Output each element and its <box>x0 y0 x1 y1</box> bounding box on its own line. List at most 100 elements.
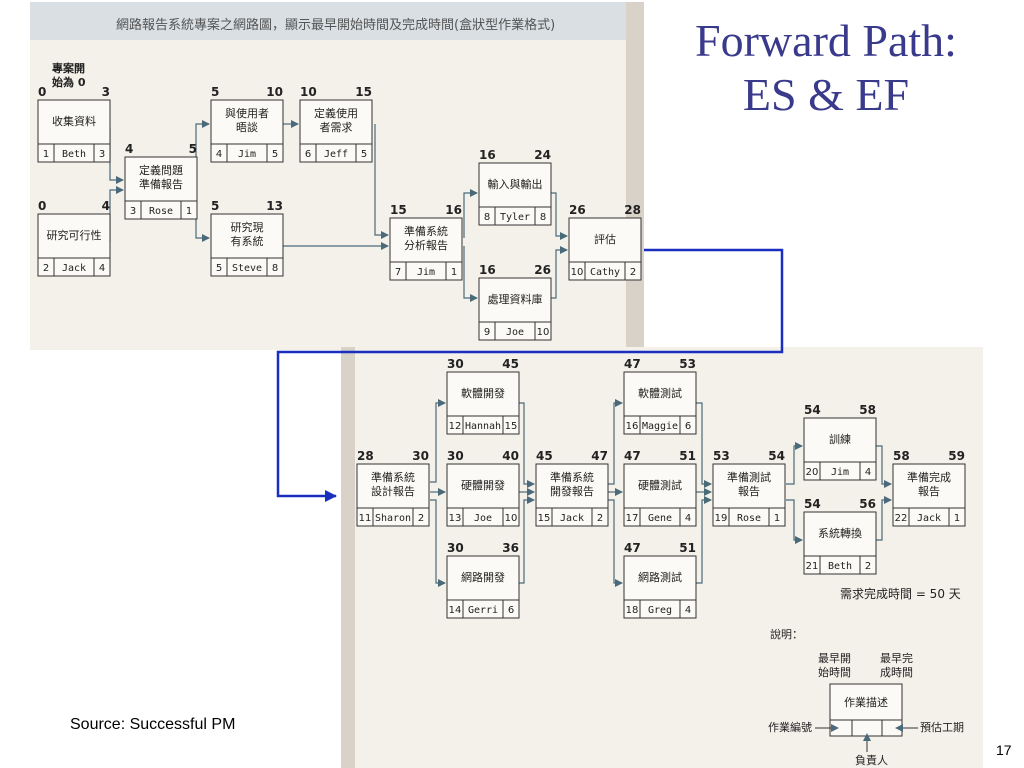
activity-duration: 10 <box>537 327 550 338</box>
dependency-arrows <box>109 120 892 587</box>
activity-description: 分析報告 <box>404 238 448 252</box>
activity-description: 處理資料庫 <box>488 292 543 306</box>
activity-duration: 2 <box>865 561 871 572</box>
arrow-a7-a9 <box>463 246 478 302</box>
activity-description: 有系統 <box>231 234 264 248</box>
arrow-a9-a10 <box>550 246 568 299</box>
activity-responsible: Tyler <box>500 212 530 223</box>
activity-description: 定義問題 <box>139 163 183 177</box>
activity-description: 準備系統 <box>404 224 448 238</box>
activity-responsible: Jack <box>917 513 941 524</box>
legend-box <box>829 683 903 737</box>
activity-responsible: Jim <box>238 149 256 160</box>
activity-number: 12 <box>449 421 462 432</box>
activity-description: 軟體測試 <box>638 386 682 400</box>
activity-description: 準備系統 <box>550 470 594 484</box>
activity-description: 網路開發 <box>461 570 505 584</box>
activity-duration: 8 <box>540 212 546 223</box>
activity-number: 21 <box>806 561 819 572</box>
activity-description: 研究現 <box>231 220 264 234</box>
arrow-a19-a20 <box>786 442 803 485</box>
activity-box <box>446 371 520 435</box>
activity-description: 報告 <box>918 485 940 498</box>
activity-description: 報告 <box>738 485 760 498</box>
activity-number: 9 <box>484 327 490 338</box>
activity-number: 18 <box>626 605 639 616</box>
activity-box <box>446 463 520 527</box>
activity-ef: 51 <box>679 541 696 555</box>
activity-responsible: Steve <box>232 263 262 274</box>
activity-number: 8 <box>484 212 490 223</box>
activity-duration: 4 <box>685 513 691 524</box>
start-note-line2: 始為 0 <box>52 75 86 89</box>
activity-box <box>568 217 642 281</box>
activity-description: 準備測試 <box>727 470 771 484</box>
activity-es: 54 <box>804 497 821 511</box>
activity-ef: 10 <box>266 85 283 99</box>
activity-box <box>623 371 697 435</box>
activity-number: 10 <box>571 267 584 278</box>
arrow-a8-a10 <box>550 192 568 240</box>
activity-box <box>210 99 284 163</box>
activity-description: 評估 <box>594 232 616 246</box>
arrow-a6-a7 <box>374 124 389 239</box>
activity-es: 5 <box>211 85 219 99</box>
activity-number: 17 <box>626 513 639 524</box>
activity-responsible: Beth <box>828 561 852 572</box>
arrow-a11-a14 <box>430 499 446 587</box>
activity-description: 設計報告 <box>371 484 415 498</box>
activity-ef: 47 <box>591 449 608 463</box>
arrow-a11-a12 <box>430 399 446 483</box>
activity-es: 16 <box>479 148 496 162</box>
arrow-a20-a22 <box>876 445 892 488</box>
page-number: 17 <box>996 742 1012 758</box>
arrow-a21-a22 <box>876 496 892 541</box>
activity-number: 6 <box>305 149 311 160</box>
activity-box <box>623 555 697 619</box>
activity-description: 網路測試 <box>638 570 682 584</box>
activity-box <box>712 463 786 527</box>
activity-description: 定義使用 <box>314 106 358 120</box>
activity-duration: 15 <box>505 421 518 432</box>
activity-number: 22 <box>895 513 908 524</box>
activity-description: 收集資料 <box>52 114 96 128</box>
arrow-a19-a21 <box>786 499 803 544</box>
activity-ef: 30 <box>412 449 429 463</box>
activity-responsible: Hannah <box>465 421 501 432</box>
legend-estimated-duration: 預估工期 <box>920 721 964 734</box>
legend-title: 說明： <box>770 627 803 641</box>
activity-duration: 1 <box>451 267 457 278</box>
activity-description: 研究可行性 <box>47 228 102 242</box>
activity-duration: 4 <box>99 263 105 274</box>
activity-responsible: Gerri <box>468 605 498 616</box>
activity-ef: 24 <box>534 148 551 162</box>
activity-box <box>37 213 111 277</box>
activity-box <box>803 417 877 481</box>
activity-ef: 28 <box>624 203 641 217</box>
arrow-a7-a8 <box>463 189 478 238</box>
legend-activity-description: 作業描述 <box>844 695 888 709</box>
activity-es: 30 <box>447 541 464 555</box>
legend-es-line1: 最早開 <box>818 652 851 665</box>
activity-es: 30 <box>447 449 464 463</box>
activity-number: 13 <box>449 513 462 524</box>
activity-ef: 15 <box>355 85 372 99</box>
required-time-note: 需求完成時間 = 50 天 <box>840 586 961 601</box>
activity-description: 開發報告 <box>550 484 594 498</box>
activity-duration: 10 <box>505 513 518 524</box>
activity-number: 7 <box>395 267 401 278</box>
activity-box <box>803 511 877 575</box>
activity-es: 4 <box>125 142 133 156</box>
activity-number: 15 <box>538 513 551 524</box>
activity-responsible: Joe <box>506 327 524 338</box>
activity-ef: 16 <box>445 203 462 217</box>
slide-title: Forward Path: ES & EF <box>640 14 1012 122</box>
